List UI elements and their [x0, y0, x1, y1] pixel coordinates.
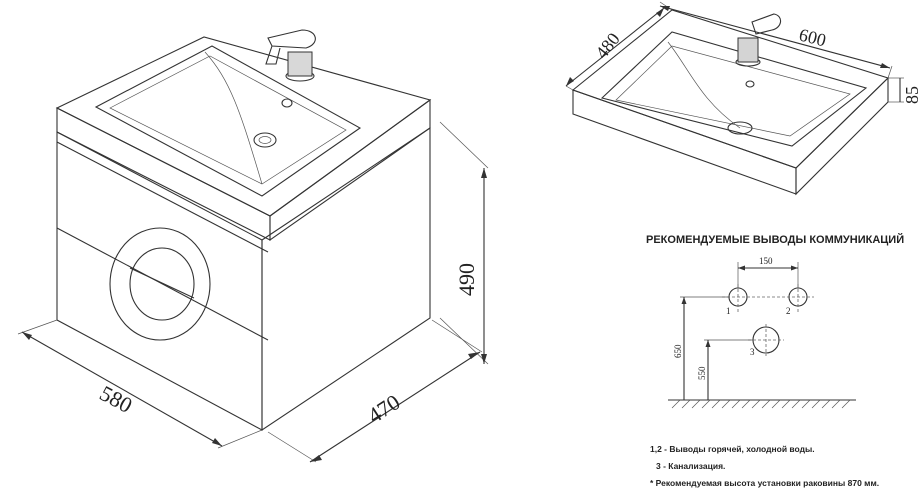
- label-outlet-2: 2: [786, 306, 791, 316]
- label-outlet-1: 1: [726, 306, 731, 316]
- dim-650: 650: [673, 344, 683, 358]
- basin-height-dim: 85: [902, 86, 920, 104]
- dim-550: 550: [697, 366, 707, 380]
- label-outlet-3: 3: [750, 347, 755, 357]
- cabinet-illustration: [17, 29, 489, 463]
- note-water: 1,2 - Выводы горячей, холодной воды.: [650, 444, 815, 454]
- comms-title: РЕКОМЕНДУЕМЫЕ ВЫВОДЫ КОММУНИКАЦИЙ: [646, 233, 904, 246]
- basin-illustration: [565, 1, 904, 196]
- basin-depth-dim: 480: [591, 29, 623, 63]
- comms-diagram: [668, 262, 856, 409]
- note-drain: 3 - Канализация.: [656, 461, 725, 471]
- note-height: * Рекомендуемая высота установки раковин…: [650, 478, 879, 488]
- cabinet-width-dim: 580: [96, 380, 137, 418]
- basin-width-dim: 600: [797, 24, 828, 50]
- dim-150: 150: [759, 256, 773, 266]
- cabinet-height-dim: 490: [454, 263, 479, 296]
- cabinet-depth-dim: 470: [363, 389, 404, 428]
